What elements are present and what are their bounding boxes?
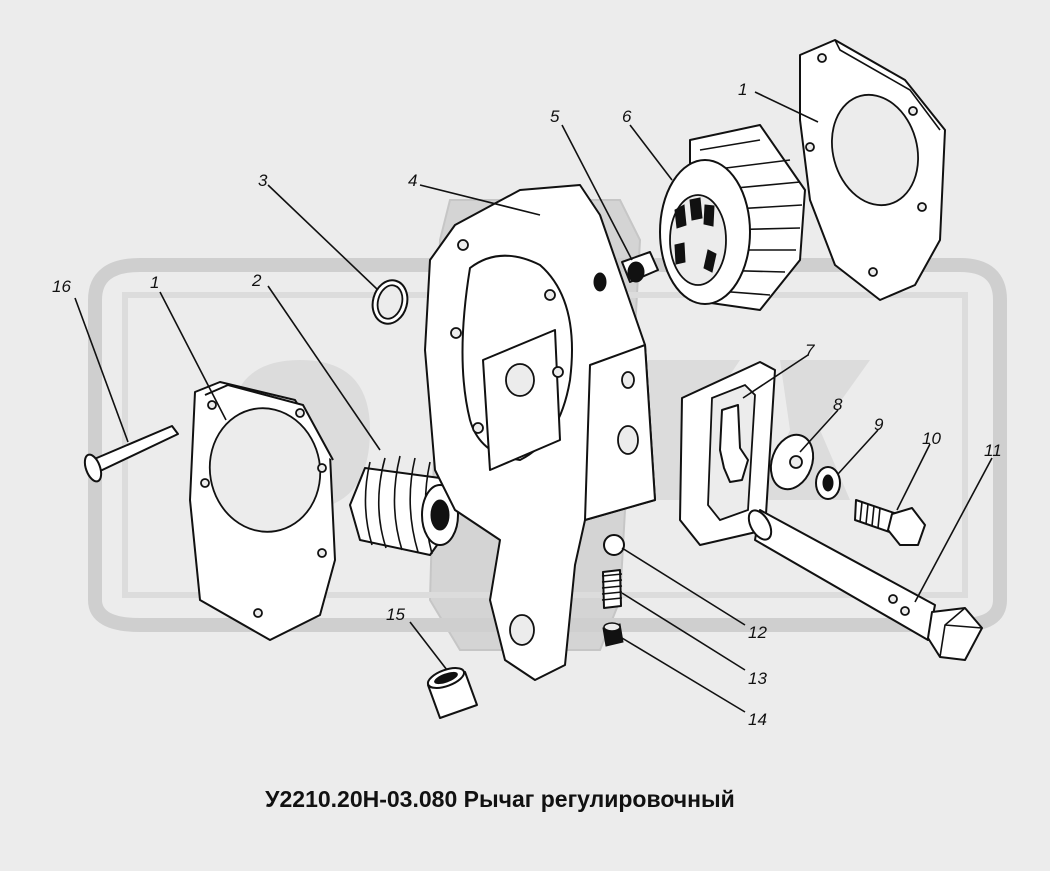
callout-15: 15: [386, 605, 405, 624]
part-11-axle: [747, 509, 983, 661]
callout-13: 13: [748, 669, 767, 688]
figure-caption: У2210.20Н-03.080 Рычаг регулировочный: [265, 786, 735, 812]
part-4-lever-body: [424, 184, 656, 681]
callout-9: 9: [874, 415, 884, 434]
part-9-lock-washer: [815, 466, 841, 500]
callout-16: 16: [52, 277, 71, 296]
callout-6: 6: [622, 107, 632, 126]
callout-labels: 1 1 2 3 4 5 6 7 8 9 10 11 12 13 14 15 16: [52, 80, 1002, 729]
callout-8: 8: [833, 395, 843, 414]
part-7-slotted-plate: [679, 361, 776, 546]
callout-4: 4: [408, 171, 417, 190]
callout-5: 5: [550, 107, 560, 126]
callout-10: 10: [922, 429, 941, 448]
part-15-bushing: [426, 667, 478, 719]
callout-3: 3: [258, 171, 268, 190]
leader-lines: [74, 91, 993, 713]
part-12-ball: [603, 534, 625, 556]
callout-1-right: 1: [738, 80, 747, 99]
part-13-spring: [601, 569, 623, 609]
callout-11: 11: [984, 441, 1002, 460]
callout-1-left: 1: [150, 273, 159, 292]
callout-12: 12: [748, 623, 767, 642]
callout-14: 14: [748, 710, 767, 729]
callout-2: 2: [251, 271, 262, 290]
part-16-pin: [83, 425, 179, 483]
part-3-ring: [371, 279, 409, 325]
part-1-right-gasket: [799, 39, 946, 301]
part-6-worm-gear: [659, 124, 806, 311]
part-14-set-screw: [602, 622, 624, 647]
part-10-bolt: [854, 499, 926, 546]
callout-7: 7: [805, 341, 815, 360]
part-1-left-gasket: [189, 381, 336, 641]
